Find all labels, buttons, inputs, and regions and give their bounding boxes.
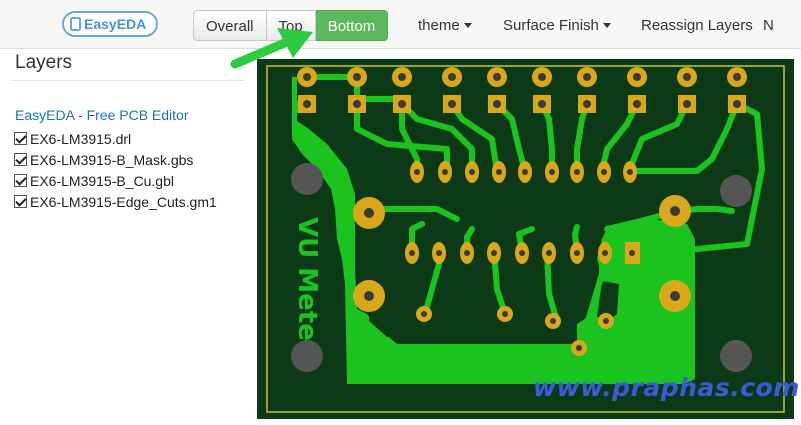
layer-checkbox[interactable] [14, 195, 27, 208]
top-toolbar: EasyEDA Overall Top Bottom theme Surface… [0, 0, 801, 49]
surface-finish-menu-label: Surface Finish [503, 17, 599, 34]
layer-item[interactable]: EX6-LM3915.drl [14, 128, 217, 149]
overall-view-button[interactable]: Overall [193, 10, 267, 41]
layers-panel-title: Layers [15, 52, 73, 73]
header-pads-top [297, 67, 747, 87]
pour-cutout [369, 239, 562, 337]
layer-name: EX6-LM3915-Edge_Cuts.gm1 [30, 193, 217, 210]
reassign-layers-menu[interactable]: Reassign Layers [641, 17, 753, 34]
top-view-button[interactable]: Top [266, 10, 316, 41]
component-pads-small [416, 306, 614, 356]
view-button-group: Overall Top Bottom [193, 10, 389, 41]
watermark-text: www.praphas.com [533, 373, 800, 402]
layer-checkbox[interactable] [14, 153, 27, 166]
led-pads-square [298, 95, 746, 113]
layer-name: EX6-LM3915-B_Cu.gbl [30, 172, 174, 189]
pour-cutout [597, 281, 619, 321]
caret-down-icon [463, 23, 472, 28]
silkscreen-label: VU Meter [292, 217, 322, 354]
layer-name: EX6-LM3915.drl [30, 130, 132, 147]
layer-item[interactable]: EX6-LM3915-B_Cu.gbl [14, 170, 217, 191]
pcb-bottom-view[interactable]: VU Meter [257, 59, 794, 419]
panel-divider [10, 80, 245, 81]
layer-checkbox[interactable] [14, 132, 27, 145]
free-pcb-editor-link[interactable]: EasyEDA - Free PCB Editor [15, 107, 189, 123]
layer-name: EX6-LM3915-B_Mask.gbs [30, 151, 194, 168]
bottom-view-button[interactable]: Bottom [315, 10, 389, 41]
connector-pads-large [353, 195, 691, 312]
mounting-holes [291, 163, 752, 372]
easyeda-logo[interactable]: EasyEDA [62, 10, 158, 38]
logo-text: EasyEDA [84, 16, 146, 32]
layer-item[interactable]: EX6-LM3915-B_Mask.gbs [14, 149, 217, 170]
caret-down-icon [602, 23, 611, 28]
board-outline [266, 65, 785, 413]
theme-menu[interactable]: theme [418, 17, 472, 34]
next-menu-item-truncated[interactable]: N [763, 17, 774, 34]
theme-menu-label: theme [418, 17, 460, 34]
layer-item[interactable]: EX6-LM3915-Edge_Cuts.gm1 [14, 191, 217, 212]
ic-pads-upper-row [410, 161, 637, 183]
ic-pads-lower-row [405, 242, 640, 264]
layer-checkbox[interactable] [14, 174, 27, 187]
surface-finish-menu[interactable]: Surface Finish [503, 17, 611, 34]
layer-list: EX6-LM3915.drl EX6-LM3915-B_Mask.gbs EX6… [14, 128, 217, 212]
